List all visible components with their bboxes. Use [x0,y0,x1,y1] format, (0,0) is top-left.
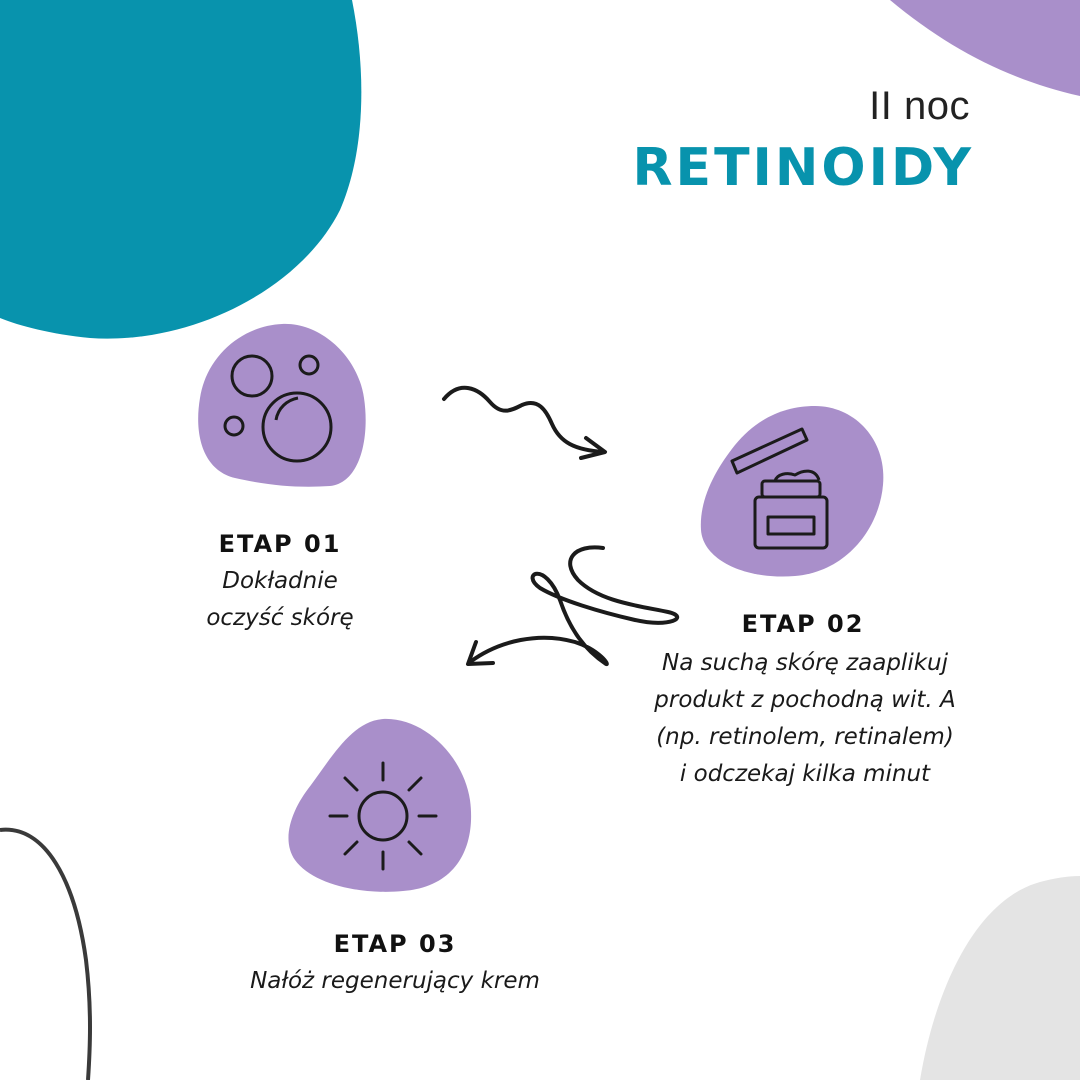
step-03-description: Nałóż regenerujący krem [190,963,600,1000]
cream-jar-icon [730,427,829,550]
step-02-line-3: (np. retinolem, retinalem) [656,724,954,750]
step-02-description: Na suchą skórę zaaplikuj produkt z pocho… [595,645,1015,793]
step-03-label: ETAP 03 [333,930,457,958]
purple-corner-blob [890,0,1080,96]
step-02-line-4: i odczekaj kilka minut [679,761,931,787]
heading-title: RETINOIDY [632,138,974,198]
bubbles-icon [223,354,333,463]
gray-corner-blob [920,876,1080,1080]
step-01-line-1: Dokładnie [222,568,338,594]
heading-subtitle: II noc [869,84,970,128]
sun-icon [328,761,438,871]
teal-blob [0,0,362,339]
step-02-label: ETAP 02 [741,610,865,638]
dark-outline-arc [0,827,92,1080]
step-03-blob [288,718,472,892]
step-01-label: ETAP 01 [218,530,342,558]
step-03-line-1: Nałóż regenerujący krem [250,968,540,994]
step-01-line-2: oczyść skórę [206,605,354,631]
step-01-description: Dokładnie oczyść skórę [130,563,430,637]
step-02-blob [700,406,884,577]
step-02-badge [700,406,884,577]
step-02-line-2: produkt z pochodną wit. A [654,687,956,713]
step-01-badge [198,323,366,487]
arrow-step-1-to-2 [442,385,607,460]
step-03-badge [288,718,472,892]
step-02-line-1: Na suchą skórę zaaplikuj [661,650,949,676]
arrow-step-2-to-3 [466,545,680,667]
